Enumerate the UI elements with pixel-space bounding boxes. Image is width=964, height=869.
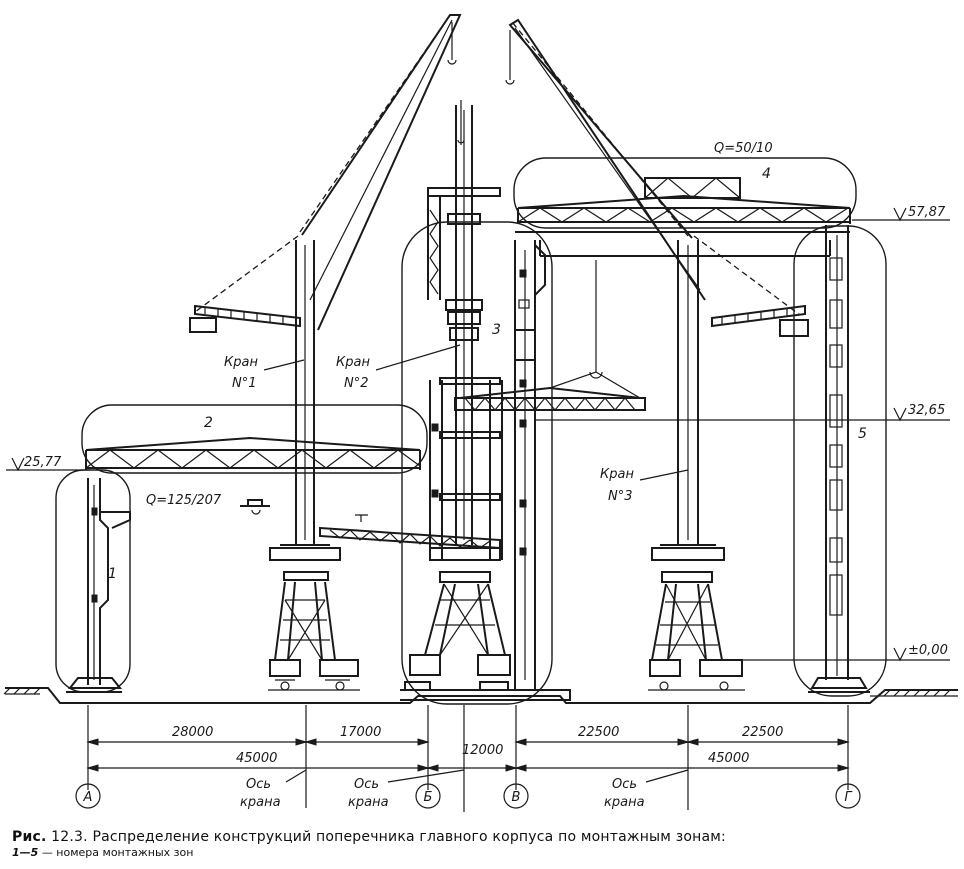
crane-axis-2-label-b: крана [348, 795, 389, 810]
svg-text:В: В [512, 790, 521, 805]
caption-legend-range: 1—5 [12, 846, 39, 859]
crane-2 [319, 100, 571, 701]
crane-3-label: Кран [600, 467, 634, 482]
elevation-32-65-label: 32,65 [908, 403, 945, 418]
axis-bubble-b: Б [415, 783, 441, 809]
caption-title: Распределение конструкций поперечника гл… [92, 829, 726, 845]
ground-line [3, 687, 958, 704]
elevation-mark-57-87 [852, 207, 950, 222]
caption-main-line: Рис. 12.3. Распределение конструкций поп… [12, 828, 952, 846]
zone-4-label: 4 [762, 166, 771, 182]
elevation-mark-32-65 [536, 407, 950, 422]
zone-5-label: 5 [858, 426, 867, 442]
crane-2-label: Кран [336, 355, 370, 370]
capacity-right-label: Q=50/10 [714, 141, 773, 156]
dim-22500-left: 22500 [578, 725, 619, 740]
dim-45000-left: 45000 [236, 751, 277, 766]
zone-5-outline [793, 225, 887, 697]
zone-4-outline [513, 157, 857, 229]
crane-axis-1-label-b: крана [240, 795, 281, 810]
elevation-57-87-label: 57,87 [908, 205, 946, 220]
svg-text:Б: Б [424, 790, 433, 805]
dim-45000-right: 45000 [708, 751, 749, 766]
crane-axis-2-label-a: Ось [354, 777, 379, 792]
caption-fig-word: Рис. [12, 829, 47, 845]
caption-fig-number: 12.3. [51, 829, 88, 845]
crane-3 [505, 18, 809, 691]
axis-bubble-v: В [503, 783, 529, 809]
dim-28000: 28000 [172, 725, 213, 740]
dim-22500-right: 22500 [742, 725, 783, 740]
dim-12000: 12000 [462, 743, 503, 758]
dim-17000: 17000 [340, 725, 381, 740]
capacity-left-label: Q=125/207 [146, 493, 222, 508]
svg-text:А: А [83, 790, 93, 805]
crane-axis-3-label-a: Ось [612, 777, 637, 792]
zone-3-label: 3 [492, 322, 501, 338]
zone-2-outline [81, 404, 428, 474]
middle-bay-structure [429, 240, 646, 690]
caption-legend-line: 1—5 — номера монтажных зон [12, 846, 952, 860]
crane-3-number: N°3 [608, 489, 633, 504]
crane-1-label: Кран [224, 355, 258, 370]
axis-bubble-g: Г [835, 783, 861, 809]
elevation-25-77-label: 25,77 [24, 455, 62, 470]
foundation-details [66, 689, 870, 693]
crane-1 [189, 14, 462, 691]
elevation-0-00-label: ±0,00 [908, 643, 948, 658]
caption-legend-text: — номера монтажных зон [41, 846, 194, 859]
zone-1-label: 1 [108, 566, 117, 582]
figure-caption: Рис. 12.3. Распределение конструкций поп… [12, 828, 952, 860]
elevation-mark-25-77 [6, 457, 90, 472]
zone-3-outline [401, 221, 553, 705]
crane-axis-3-label-b: крана [604, 795, 645, 810]
zone-2-label: 2 [204, 415, 213, 431]
crane-2-number: N°2 [344, 376, 369, 391]
axis-bubble-a: А [75, 783, 101, 809]
crane-axis-1-label-a: Ось [246, 777, 271, 792]
dimension-lines [86, 705, 850, 812]
right-bay-structure [515, 177, 868, 689]
left-bay-structure [67, 436, 421, 689]
elevation-mark-0-00 [730, 647, 950, 662]
zone-1-outline [55, 469, 131, 693]
svg-text:Г: Г [844, 790, 853, 805]
crane-1-number: N°1 [232, 376, 257, 391]
